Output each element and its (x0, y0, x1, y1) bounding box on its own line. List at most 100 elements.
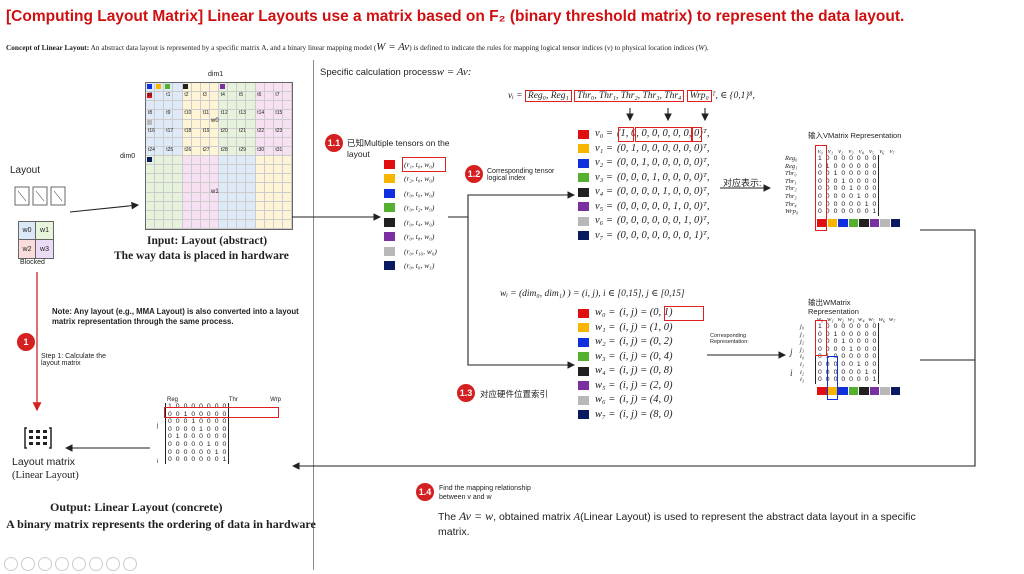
v-row-label: Reg₁ (785, 162, 798, 170)
matrix-cell: 0 (872, 177, 877, 185)
matrix-cell: 0 (175, 456, 180, 464)
grid-cell (228, 137, 238, 147)
matrix-cell: 0 (818, 170, 822, 178)
grid-cell (228, 210, 238, 220)
grid-cell (255, 101, 265, 111)
pen-icon[interactable] (38, 557, 52, 571)
step14-text: Find the mapping relationship between v … (439, 485, 531, 501)
matrix-cell: 0 (222, 418, 227, 426)
grid-cell (246, 174, 256, 184)
grid-cell (200, 219, 210, 229)
w-col-header: w₅ (868, 316, 875, 323)
matrix-cell: 0 (864, 330, 869, 338)
matrix-cell: 0 (825, 200, 830, 208)
matrix-cell: 0 (872, 360, 877, 368)
matrix-cell: 1 (191, 418, 196, 426)
grid-cell (164, 156, 174, 166)
w-color-swatch (578, 366, 589, 376)
grid-cell (182, 137, 192, 147)
w-col-header: w₄ (858, 316, 865, 323)
layout-label: Layout (10, 165, 41, 176)
video-icon[interactable] (89, 557, 103, 571)
matrix-cell: 0 (175, 440, 180, 448)
v-value: (0, 0, 1, 0, 0, 0, 0, 0)ᵀ, (617, 157, 710, 168)
output-title: Output: Linear Layout (concrete) (50, 500, 223, 514)
matrix-cell: 0 (856, 376, 861, 384)
more-icon[interactable] (123, 557, 137, 571)
grid-cell (237, 128, 247, 138)
matrix-cell: 0 (841, 368, 846, 376)
grid-cell (182, 183, 192, 193)
grid-marker (147, 156, 152, 162)
grid-cell (282, 174, 292, 184)
slide-toolbar[interactable] (4, 557, 137, 571)
w-col-header: w₃ (847, 316, 855, 323)
tensor-item: (r₀, t₁₆, w₀) (384, 244, 437, 259)
tensor-label: (r₂, t₀, w₀) (404, 174, 435, 184)
grid-cell (182, 110, 192, 120)
matrix-cell: 0 (833, 338, 838, 346)
grid-cell (282, 92, 292, 102)
matrix-color-swatch (890, 218, 900, 227)
grid-cell (164, 192, 174, 202)
thread-label: t8 (148, 110, 153, 117)
grid-cell (264, 165, 274, 175)
matrix-cell: 0 (168, 418, 172, 426)
v-value: (0, 0, 0, 0, 1, 0, 0, 0)ᵀ, (617, 186, 710, 197)
grid-cell (264, 210, 274, 220)
w-row-label: j₂ (800, 338, 805, 346)
matrix-cell: 0 (183, 418, 188, 426)
matrix-cell: 0 (191, 433, 196, 441)
matrix-cell: 0 (206, 425, 211, 433)
step11-text: 已知Multiple tensors on the layout (347, 138, 450, 159)
matrix-cell: 0 (199, 403, 203, 410)
grid-cell (282, 83, 292, 93)
matrix-cell: 0 (872, 170, 877, 178)
matrix-cell: 0 (864, 345, 869, 353)
grid-cell (191, 210, 201, 220)
prev-icon[interactable] (4, 557, 18, 571)
zoom-icon[interactable] (72, 557, 86, 571)
matrix-cell: 0 (168, 425, 172, 433)
subtitle-icon[interactable] (106, 557, 120, 571)
matrix-cell: 0 (849, 162, 853, 170)
w-name: w₃ = (595, 350, 616, 362)
input-title: Input: Layout (abstract) (147, 235, 268, 247)
w-vector-list: w₀ = (i, j) = (0, 1)w₁ = (i, j) = (1, 0)… (578, 306, 673, 422)
grid-cell (200, 201, 210, 211)
v-row: v₄ = (0, 0, 0, 0, 1, 0, 0, 0)ᵀ, (578, 185, 709, 200)
matrix-cell: 0 (175, 410, 180, 418)
w-row-label: i₂ (800, 368, 805, 376)
grid-cell (228, 156, 238, 166)
grid-cell (255, 128, 265, 138)
v-name: v₂ = (595, 157, 614, 168)
grid-cell (146, 128, 156, 138)
next-icon[interactable] (21, 557, 35, 571)
dim1-label: dim1 (208, 71, 224, 78)
tensor-label: (r₀, t₀, w₁) (404, 261, 435, 271)
grid-cell (155, 156, 165, 166)
matrix-cell: 1 (199, 425, 203, 433)
v-row-label: Thr₂ (785, 185, 797, 193)
tensor-color-swatch (384, 203, 395, 213)
w-row: w₀ = (i, j) = (0, 1) (578, 306, 673, 321)
matrix-cell: 0 (849, 170, 853, 178)
slides-icon[interactable] (55, 557, 69, 571)
v-row: v₇ = (0, 0, 0, 0, 0, 0, 0, 1)ᵀ, (578, 229, 709, 244)
grid-cell (255, 219, 265, 229)
w-row-label: i₀ (800, 353, 805, 361)
thread-label: t31 (275, 146, 283, 153)
grid-cell (219, 156, 229, 166)
matrix-cell: 0 (856, 323, 861, 330)
grid-cell (264, 137, 274, 147)
v-row: v₁ = (0, 1, 0, 0, 0, 0, 0, 0)ᵀ, (578, 142, 709, 157)
matrix-cell: 0 (175, 403, 180, 410)
grid-cell (255, 201, 265, 211)
grid-cell (246, 92, 256, 102)
v-value: (0, 0, 0, 1, 0, 0, 0, 0)ᵀ, (617, 171, 710, 183)
w-name: w₅ = (595, 379, 616, 391)
grid-cell (146, 101, 156, 111)
